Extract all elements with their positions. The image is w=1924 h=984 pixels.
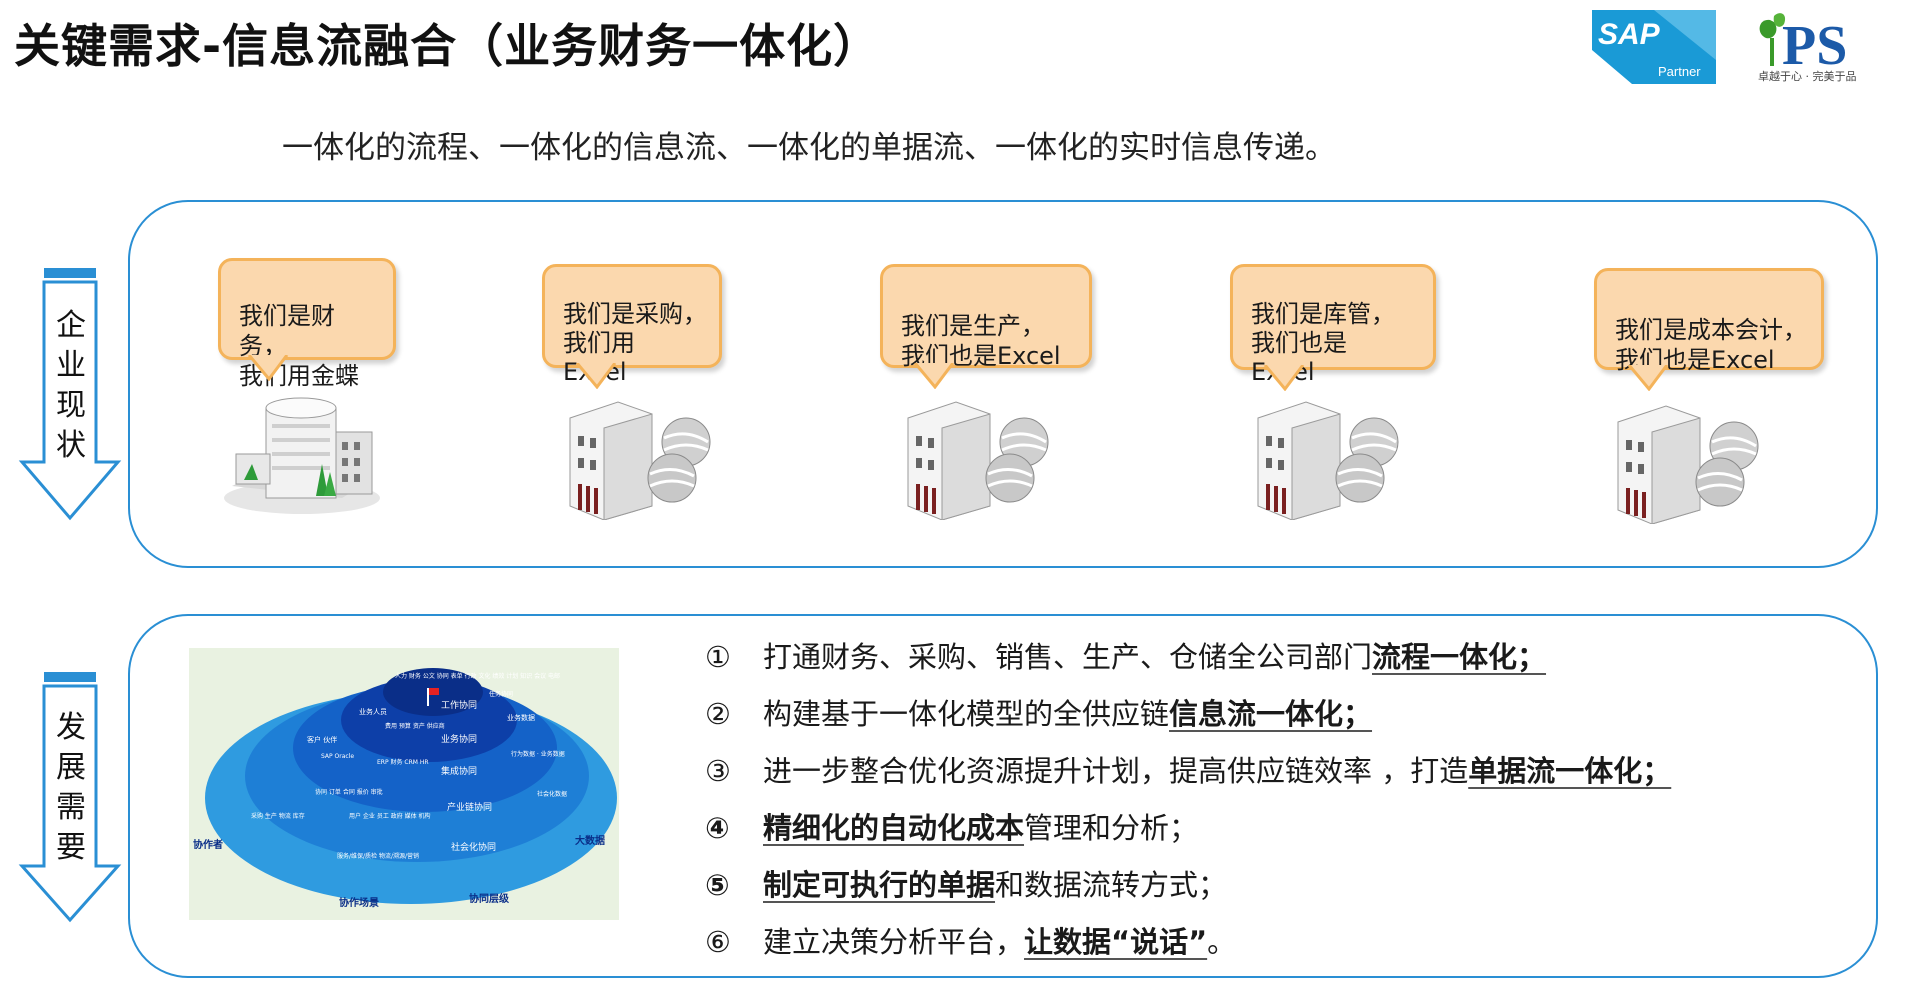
need-item-5: ⑤ 制定可执行的单据和数据流转方式； — [705, 862, 1227, 904]
pyramid-item-13: 服务/维保/质检 物流/溯源/营销 — [337, 852, 419, 860]
pyramid-item-3: 任务协同 — [489, 690, 513, 698]
speech-bubble-finance: 我们是财务， 我们用金蝶 — [218, 258, 396, 390]
pyramid-item-9: 协同 订单 合同 报价 审批 — [315, 788, 383, 796]
ips-logo: PS 卓越于心 · 完美于品 — [1758, 13, 1857, 83]
need-text: 打通财务、采购、销售、生产、仓储全公司部门 — [763, 640, 1373, 674]
page-title: 关键需求-信息流融合（业务财务一体化） — [14, 19, 881, 73]
bubble-text: 我们是生产， 我们也是Excel — [901, 312, 1061, 370]
need-highlight: 制定可执行的单据 — [763, 868, 996, 902]
need-item-3: ③ 进一步整合优化资源提升计划，提高供应链效率 ，打造单据流一体化； — [705, 748, 1671, 790]
need-tail: 和数据流转方式； — [995, 868, 1228, 902]
need-item-6: ⑥ 建立决策分析平台，让数据“说话”。 — [705, 919, 1236, 961]
need-highlight: 精细化的自动化成本 — [763, 811, 1025, 845]
pyramid-item-10: 采购 生产 物流 库存 — [251, 812, 305, 820]
need-highlight: 让数据“说话” — [1024, 925, 1208, 959]
server-building-icon — [569, 401, 711, 520]
pyramid-graphic: 工作协同 业务协同 集成协同 产业链协同 社会化协同 人力 财务 公文 协同 表… — [193, 668, 617, 909]
pyramid-item-11: 社会化数据 — [537, 790, 567, 798]
pyramid-item-4: 业务数据 — [507, 713, 535, 722]
collaboration-pyramid-diagram: 工作协同 业务协同 集成协同 产业链协同 社会化协同 人力 财务 公文 协同 表… — [189, 648, 619, 920]
need-text: 进一步整合优化资源提升计划，提高供应链效率 ，打造 — [763, 754, 1469, 788]
bubble-text: 我们是采购， 我们用 Excel — [563, 300, 707, 386]
bubble-tail-icon — [1627, 365, 1669, 391]
bubble-text: 我们是库管， 我们也是 Excel — [1251, 300, 1395, 386]
needs-arrow: 发展需要 — [18, 670, 122, 924]
pyramid-label-levels: 协同层级 — [469, 892, 510, 905]
pyramid-item-2: 费用 预算 资产 供应商 — [385, 722, 445, 730]
bubble-tail-icon — [913, 363, 955, 389]
need-highlight: 单据流一体化； — [1468, 754, 1672, 788]
need-item-2: ② 构建基于一体化模型的全供应链信息流一体化； — [705, 691, 1372, 733]
pyramid-item-1: 业务人员 — [359, 707, 387, 716]
needs-label: 发展需要 — [56, 710, 86, 865]
development-needs-panel — [128, 614, 1878, 978]
pyramid-label-collaborators: 协作者 — [193, 838, 223, 851]
page-subtitle: 一体化的流程、一体化的信息流、一体化的单据流、一体化的实时信息传递。 — [282, 130, 1336, 166]
sap-partner-logo: SAP Partner — [1592, 10, 1716, 84]
bubble-tail-icon — [575, 363, 617, 389]
down-arrow-icon — [18, 268, 122, 521]
need-item-1: ① 打通财务、采购、销售、生产、仓储全公司部门流程一体化； — [705, 634, 1546, 676]
ips-slogan: 卓越于心 · 完美于品 — [1758, 69, 1857, 83]
pyramid-item-6: ERP 财务 CRM HR — [377, 758, 429, 766]
pyramid-level-3: 集成协同 — [441, 765, 477, 777]
partner-logos: SAP Partner PS 卓越于心 · 完美于品 — [1592, 8, 1912, 84]
pyramid-label-bigdata: 大数据 — [575, 834, 605, 847]
pyramid-item-12: 用户 企业 员工 政府 媒体 机构 — [349, 812, 431, 820]
pyramid-label-scenarios: 协作场景 — [339, 896, 379, 909]
need-number: ④ — [705, 811, 730, 845]
need-number: ⑥ — [705, 925, 731, 959]
need-item-4: ④ 精细化的自动化成本管理和分析； — [705, 805, 1198, 847]
current-state-label: 企业现状 — [56, 308, 86, 463]
bubble-tail-icon — [1263, 365, 1305, 391]
need-tail: 。 — [1207, 925, 1237, 959]
pyramid-top-text: 人力 财务 公文 协同 表单 行政 文化 绩效 计划 知识 会议 电邮 — [395, 672, 560, 680]
ips-logo-text: PS — [1782, 15, 1847, 77]
bubble-tail-icon — [247, 355, 289, 381]
bubble-text: 我们是成本会计， 我们也是Excel — [1615, 316, 1807, 374]
speech-bubble-cost-accounting: 我们是成本会计， 我们也是Excel — [1594, 268, 1824, 391]
pyramid-item-7: SAP Oracle — [321, 753, 354, 760]
speech-bubble-warehouse: 我们是库管， 我们也是 Excel — [1230, 264, 1436, 391]
office-building-icon — [224, 397, 380, 514]
need-text: 构建基于一体化模型的全供应链 — [763, 697, 1170, 731]
current-state-arrow: 企业现状 — [18, 266, 122, 522]
server-building-icon — [1617, 405, 1759, 524]
pyramid-level-1: 工作协同 — [441, 699, 477, 711]
server-building-icon — [907, 401, 1049, 520]
need-highlight: 信息流一体化； — [1169, 697, 1373, 731]
sap-partner-text: Partner — [1658, 64, 1701, 79]
need-text: 建立决策分析平台， — [763, 925, 1025, 959]
sap-logo-text: SAP — [1598, 18, 1661, 51]
speech-bubble-production: 我们是生产， 我们也是Excel — [880, 264, 1092, 389]
pyramid-level-5: 社会化协同 — [451, 841, 496, 853]
need-tail: 管理和分析； — [1024, 811, 1199, 845]
pyramid-item-5: 客户 伙伴 — [307, 735, 337, 744]
need-number: ② — [705, 697, 731, 731]
current-state-panel — [128, 200, 1878, 568]
pyramid-level-2: 业务协同 — [441, 733, 477, 745]
speech-bubble-purchasing: 我们是采购， 我们用 Excel — [542, 264, 722, 389]
server-building-icon — [1257, 401, 1399, 520]
need-number: ⑤ — [705, 868, 730, 902]
need-highlight: 流程一体化； — [1372, 640, 1547, 674]
down-arrow-icon — [18, 672, 122, 923]
need-number: ① — [705, 640, 731, 674]
pyramid-level-4: 产业链协同 — [447, 801, 492, 813]
need-number: ③ — [705, 754, 731, 788]
pyramid-item-8: 行为数据 · 业务数据 — [511, 750, 565, 758]
